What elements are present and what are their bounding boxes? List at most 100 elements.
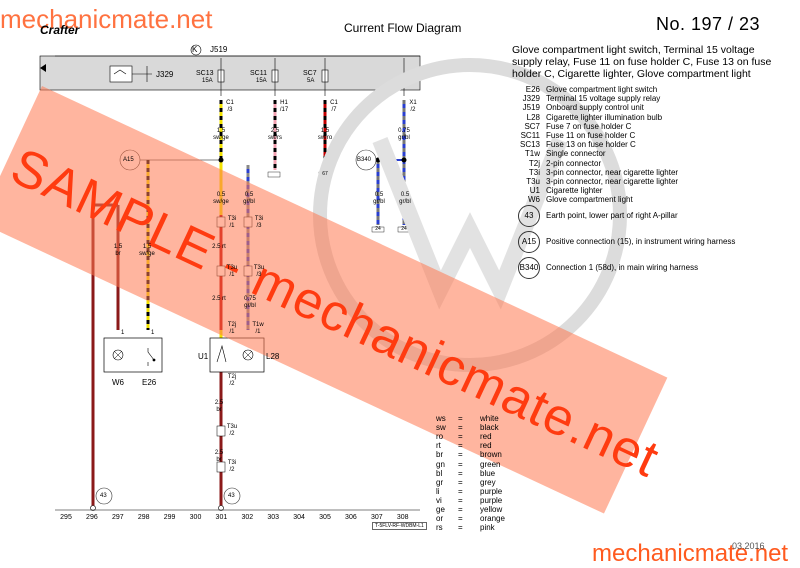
wire-color-name: blue [480,468,496,478]
track-number: 308 [396,514,409,521]
wire-color-code: li [436,486,440,496]
relay-symbol [109,65,133,83]
ref-box-3 [267,171,281,178]
wire-color-equals: = [458,450,463,460]
track-number: 297 [111,514,124,521]
legend-desc: Glove compartment light switch [546,85,658,94]
connector-t3i-1 [216,216,226,228]
legend-code: SC7 [524,121,540,131]
pin-c1-3: C1 /3 [226,100,234,113]
wire-color-name: yellow [480,505,503,514]
wire-color-equals: = [458,459,463,469]
wire-color-equals: = [458,495,463,505]
connector-t3u-3 [243,265,253,277]
fuse-sc7-name: SC7 [303,70,317,77]
connector-t3u-2 [216,425,226,437]
wire-color-name: green [480,459,501,469]
legend-code: J329 [522,94,540,104]
connector-label-t3u-2: T3u /2 [226,424,238,437]
k-marker-circle [190,44,202,56]
track-number: 302 [241,514,254,521]
connector-label-t3u-3: T3u /3 [253,265,265,278]
wire-color-equals: = [458,477,463,487]
track-number: 298 [137,514,150,521]
wire-color-name: brown [480,450,502,460]
track-number: 296 [86,514,98,521]
wire-color-name: grey [480,477,496,487]
connector-label-t3i-1: T3i /1 [227,216,237,229]
wire-label-12: 0.75 gr/bl [244,296,256,309]
track-number: 305 [319,514,331,521]
track-number: 303 [267,514,280,521]
component-label-u1: U1 [198,352,209,361]
ref-label-1: 24 [375,226,381,232]
wire-color-code: gn [436,459,445,469]
watermark-bottom: mechanicmate.net [592,540,789,567]
node-label-43-left: 43 [100,493,107,499]
wire-label-7: 0.5 gr/bl [243,192,255,205]
legend-desc: Cigarette lighter [546,186,603,196]
wire-color-name: white [480,414,499,423]
node-label-a15: A15 [123,157,134,163]
legend-code: T2j [528,158,540,168]
control-unit-band [39,55,421,91]
wire-color-code: rs [436,523,443,533]
wire-color-name: red [480,441,492,451]
pin-h1-17: H1 /17 [279,100,289,113]
legend-desc: Cigarette lighter illumination bulb [546,112,663,122]
legend-code: SC13 [519,140,540,150]
wire-color-code: or [436,514,444,524]
node-label-43-right: 43 [228,493,235,499]
j519-label: J519 [210,45,228,54]
legend-code: SC11 [520,131,540,140]
track-number: 299 [163,514,176,521]
wire-color-code: ws [436,414,446,423]
track-number: 306 [345,514,357,521]
wire-color-code: gr [436,477,444,487]
wire-label-15: 2.5 br [214,450,224,463]
node-a15-joint [218,157,224,163]
legend-code: W6 [528,195,540,205]
edition-date: 03.2016 [732,541,765,551]
legend-code: T1w [524,149,540,159]
symbol-desc: Positive connection (15), in instrument … [546,237,736,246]
relay-contact [113,69,127,75]
ref-label-3: 67 [322,171,328,177]
watermark-top: mechanicmate.net [0,4,213,34]
wire-color-equals: = [458,486,463,496]
wire-color-name: red [480,432,492,442]
component-label-l28: L28 [266,352,280,361]
connector-label-t3i-3: T3i /3 [254,216,264,229]
track-number: 301 [215,514,228,521]
wire-color-code: sw [436,423,446,433]
wire-color-equals: = [458,441,463,451]
wire-label-1: 1.5 sw/ge [213,128,229,141]
wire-color-code: ro [436,432,444,442]
wire-color-code: rt [436,441,441,451]
connector-label-t3u-1: T3u /1 [226,265,238,278]
wire-color-code: vi [436,495,442,505]
connector-label-t1w-1: T1w /1 [252,322,264,335]
wire-label-10: 2.5 rt [212,244,226,250]
switch-e26-pivot [152,358,156,362]
wire-color-equals: = [458,423,463,433]
wire-label-11: 2.5 rt [212,296,226,302]
track-number: 295 [60,514,72,521]
component-box-w6-e26 [103,337,163,373]
wire-label-3: 1.5 sw/ro [317,128,333,141]
wire-color-equals: = [458,432,463,442]
legend-desc: Fuse 11 on fuse holder C [546,131,636,140]
wire-label-2: 2.5 sw/rs [268,128,282,141]
wire-color-name: purple [480,486,503,496]
wire-color-name: black [480,423,499,433]
wire-color-code: ge [436,505,445,514]
ref-label-2: 24 [401,226,407,232]
legend-desc: 2-pin connector [546,158,602,168]
wire-color-equals: = [458,414,463,423]
wire-label-13: 0.5 sw/ge [213,192,229,205]
legend-desc: Terminal 15 voltage supply relay [546,94,661,104]
legend-desc: Onboard supply control unit [546,103,644,113]
wire-color-equals: = [458,468,463,478]
fuse-sc13-name: SC13 [196,70,214,77]
